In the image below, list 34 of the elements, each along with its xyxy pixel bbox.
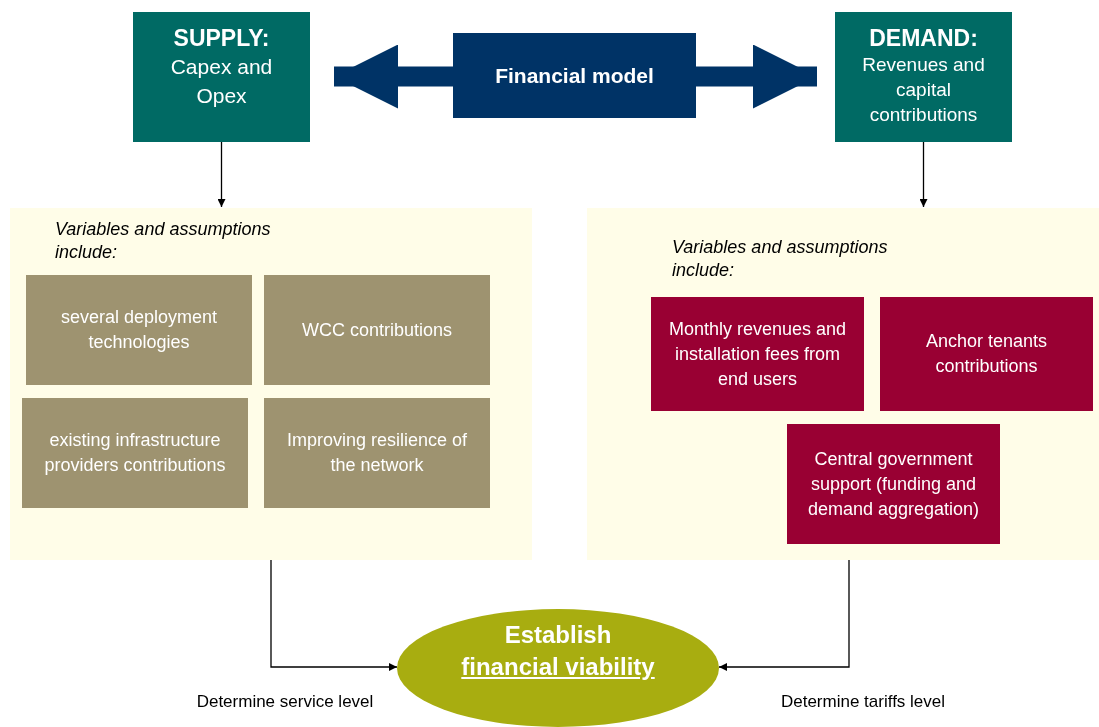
box-text: Improving resilience of the network	[285, 429, 469, 477]
box-text: existing infrastructure providers contributions	[43, 429, 227, 477]
arrow	[696, 44, 817, 109]
variable-box	[264, 398, 490, 508]
arrow	[919, 141, 928, 208]
box-text: Monthly revenues and installation fees from end users	[667, 317, 848, 391]
panel-heading: Variables and assumptions include:	[672, 236, 889, 282]
model-box	[453, 33, 696, 118]
box-text: Capex and Opex	[169, 54, 274, 109]
box-heading: SUPPLY:	[173, 24, 270, 52]
arrow	[334, 44, 453, 109]
arrow	[718, 559, 850, 671]
variable-box	[26, 275, 252, 385]
box-text: Central government support (funding and demand aggregation)	[806, 447, 981, 521]
ellipse-text: Establish	[504, 620, 612, 650]
variable-box	[651, 297, 864, 411]
box-heading: DEMAND:	[869, 24, 978, 52]
panel-background	[10, 208, 532, 560]
box-text: WCC contributions	[301, 318, 452, 342]
variable-box	[22, 398, 248, 508]
box-text: Revenues and capital contributions	[861, 53, 986, 127]
heading-box	[133, 12, 310, 142]
arrow	[217, 141, 226, 208]
panel-heading: Variables and assumptions include:	[55, 218, 272, 264]
arrow	[270, 559, 398, 671]
heading-box	[835, 12, 1012, 142]
box-text: Anchor tenants contributions	[924, 330, 1049, 378]
variable-box	[264, 275, 490, 385]
ellipse-text: financial viability	[461, 652, 655, 682]
box-text: several deployment technologies	[59, 306, 219, 354]
variable-box	[880, 297, 1093, 411]
box-label: Financial model	[495, 63, 654, 88]
variable-box	[787, 424, 1000, 544]
panel-background	[587, 208, 1099, 560]
